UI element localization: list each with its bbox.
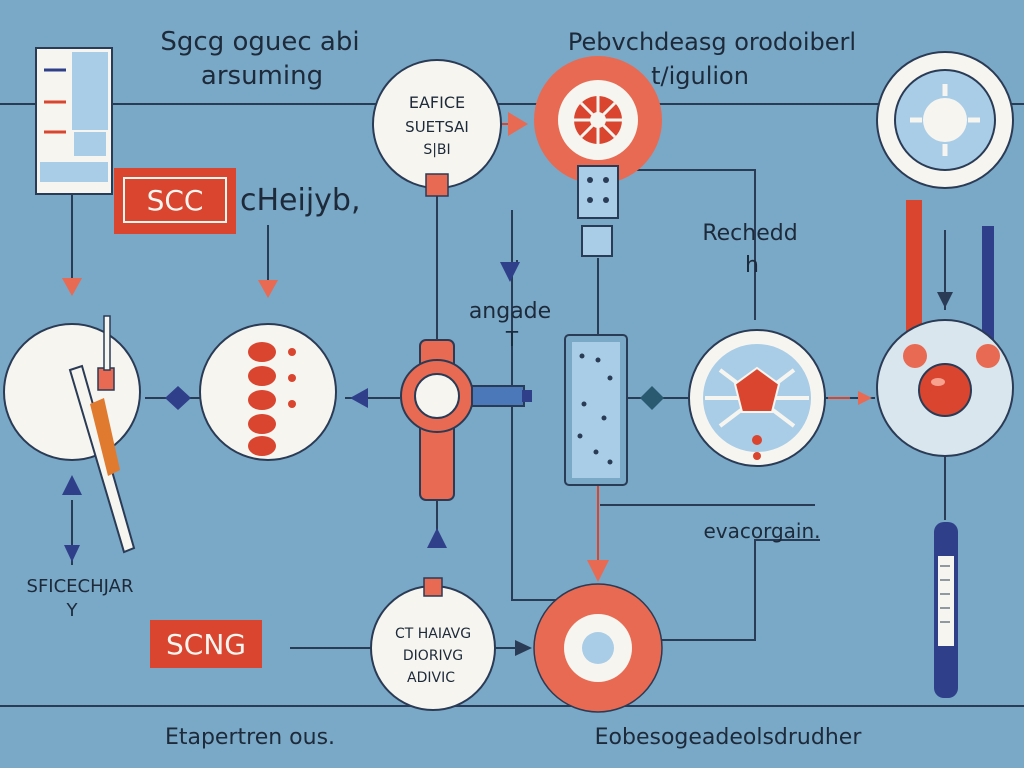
- pipette-circle: [3, 315, 141, 554]
- scc-tag-label: SCC: [147, 184, 204, 217]
- arrow-up-icon: [427, 528, 447, 548]
- arrow-down-icon: [258, 280, 278, 298]
- rechedd-sub: h: [745, 253, 759, 278]
- connector-block: [425, 173, 449, 197]
- top-center-title-line1: Pebvchdeasg orodoiberl: [568, 28, 856, 56]
- connector-block: [423, 577, 443, 597]
- arrow-down-icon: [62, 278, 82, 296]
- diamond-icon: [640, 386, 664, 410]
- test-tube: [934, 522, 958, 698]
- rechedd-label: Rechedd: [702, 221, 797, 246]
- pipette-icon: [68, 364, 136, 554]
- target-circle: [533, 583, 663, 713]
- arrow-down-icon: [587, 560, 609, 582]
- top-left-title-line2: arsuming: [201, 61, 323, 91]
- red-probe-bar: [906, 200, 922, 350]
- droplet-circle: [199, 323, 337, 461]
- eafice-circle: EAFICE SUETSAI S|BI: [372, 59, 502, 189]
- eafice-line1: EAFICE: [409, 93, 465, 112]
- cartridge: [577, 165, 619, 257]
- top-left-title-line1: Sgcg oguec abi: [160, 27, 359, 57]
- arrow-down-icon: [500, 262, 520, 282]
- arrow-up-icon: [62, 475, 82, 495]
- ct-line1: CT HAIAVG: [395, 626, 471, 642]
- footer-left-label: Etapertren ous.: [165, 725, 335, 750]
- valve-ring: [400, 339, 532, 501]
- arrow-down-icon: [937, 292, 953, 308]
- footer-right-label: Eobesogeadeolsdrudher: [595, 725, 863, 750]
- evacorgain-label: evacorgain.: [703, 519, 820, 543]
- arrow-left-icon: [350, 388, 368, 408]
- arrow-right-icon: [515, 640, 532, 656]
- document-panel: [35, 47, 113, 195]
- sample-vial: [564, 334, 628, 486]
- angade-sub: T: [505, 327, 519, 351]
- diamond-icon: [165, 386, 191, 410]
- ct-line3: ADIVIC: [407, 670, 455, 686]
- top-center-title-line2: t/igulion: [651, 62, 749, 90]
- gear-circle: [534, 56, 662, 184]
- ct-line2: DIORIVG: [403, 648, 463, 664]
- reactor-circle: [876, 319, 1014, 457]
- lens-circle: [876, 51, 1014, 189]
- ct-circle: CT HAIAVG DIORIVG ADIVIC: [370, 585, 496, 711]
- angade-label: angade: [469, 299, 551, 324]
- scng-tag-label: SCNG: [166, 628, 246, 661]
- scc-tag: SCC: [114, 168, 236, 234]
- arrow-right-icon: [858, 391, 872, 405]
- cell-circle: [688, 329, 826, 467]
- navy-probe-bar: [982, 226, 994, 346]
- arrow-right-icon: [508, 112, 528, 136]
- bottom-left-label-line2: Y: [66, 600, 79, 621]
- arrow-down-icon: [64, 545, 80, 562]
- heijyb-label: cHeijyb,: [240, 183, 361, 218]
- eafice-line3: S|BI: [423, 142, 450, 158]
- scng-tag: SCNG: [150, 620, 262, 668]
- bottom-left-label-line1: SFICECHJAR: [27, 576, 134, 597]
- eafice-line2: SUETSAI: [405, 118, 469, 136]
